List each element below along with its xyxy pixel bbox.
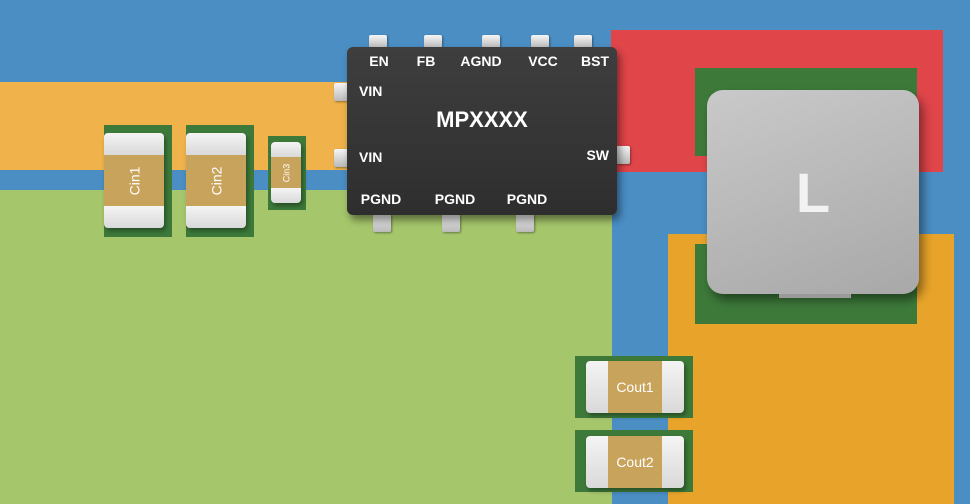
cout2-label: Cout2: [616, 454, 654, 470]
pin-label-vin-2: VIN: [359, 149, 383, 165]
pin-label-sw: SW: [586, 147, 609, 163]
pin-label-vcc: VCC: [528, 53, 558, 69]
pin-label-vin-1: VIN: [359, 83, 383, 99]
pin-label-fb: FB: [416, 53, 436, 69]
pin-vin-2: [334, 149, 348, 167]
cout1-label: Cout1: [616, 379, 654, 395]
pin-fb: [424, 35, 442, 48]
ic-chip[interactable]: EN FB AGND VCC BST VIN VIN SW MPXXXX PGN…: [347, 47, 617, 215]
cin3-capacitor[interactable]: Cin3: [271, 142, 301, 203]
cin2-capacitor[interactable]: Cin2: [186, 133, 246, 228]
cout2-capacitor[interactable]: Cout2: [586, 436, 684, 488]
pin-vin-1: [334, 83, 348, 101]
pin-en: [369, 35, 387, 48]
pin-label-pgnd-2: PGND: [434, 191, 476, 207]
inductor[interactable]: L: [707, 90, 919, 294]
pin-label-bst: BST: [581, 53, 609, 69]
pin-bst: [574, 35, 592, 48]
cin1-capacitor[interactable]: Cin1: [104, 133, 164, 228]
pin-label-agnd: AGND: [460, 53, 502, 69]
inductor-label: L: [795, 160, 831, 224]
pin-pgnd-1: [373, 214, 391, 232]
cin2-label: Cin2: [207, 166, 224, 195]
pin-label-pgnd-3: PGND: [506, 191, 548, 207]
pin-label-pgnd-1: PGND: [360, 191, 402, 207]
pin-vcc: [531, 35, 549, 48]
cin3-label: Cin3: [280, 163, 291, 182]
gnd-plane: [0, 190, 612, 504]
chip-name: MPXXXX: [436, 107, 528, 132]
pin-sw: [616, 146, 630, 164]
inductor-terminal: [779, 294, 851, 298]
cout1-capacitor[interactable]: Cout1: [586, 361, 684, 413]
cin1-label: Cin1: [125, 166, 142, 195]
pin-pgnd-2: [442, 214, 460, 232]
pin-pgnd-3: [516, 214, 534, 232]
pin-agnd: [482, 35, 500, 48]
pin-label-en: EN: [369, 53, 389, 69]
